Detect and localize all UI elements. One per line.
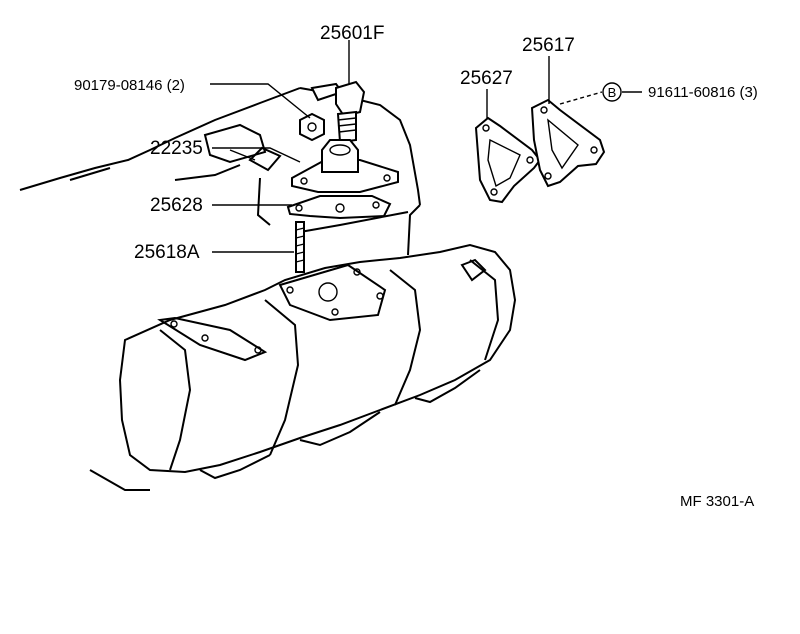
part-25627-gasket	[474, 116, 542, 204]
label-91611-60816: 91611-60816 (3)	[648, 84, 758, 101]
bolt-marker-letter: B	[608, 85, 617, 100]
label-90179-08146: 90179-08146 (2)	[74, 77, 185, 94]
label-25618A: 25618A	[134, 242, 200, 263]
part-25617-bracket	[530, 98, 606, 188]
manifold-body	[89, 243, 517, 491]
leader-lines	[210, 40, 642, 253]
label-25601F: 25601F	[320, 23, 384, 44]
label-25628: 25628	[150, 195, 203, 216]
part-25601F-fitting	[310, 80, 366, 144]
part-90179-nut	[299, 112, 325, 142]
label-22235: 22235	[150, 138, 203, 159]
part-25628-gasket	[286, 195, 392, 220]
label-25627: 25627	[460, 68, 513, 89]
label-25617: 25617	[522, 35, 575, 56]
part-25618A-stud	[295, 221, 305, 273]
part-22235-mount	[291, 139, 399, 193]
bolt-marker: B	[602, 82, 622, 102]
figure-code: MF 3301-A	[680, 493, 754, 510]
